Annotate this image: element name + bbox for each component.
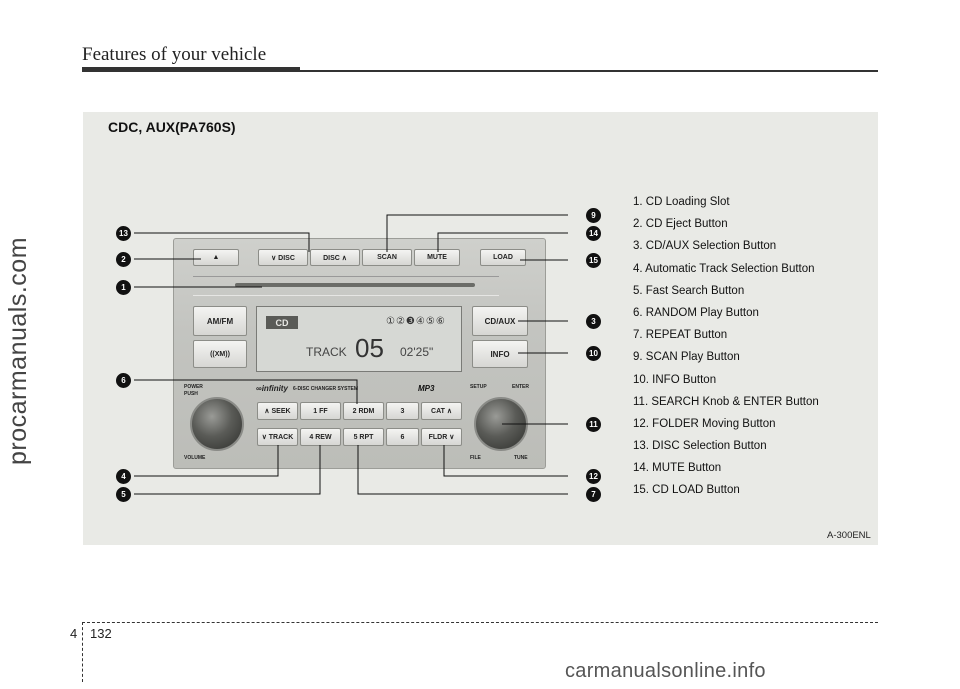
- enter-label: ENTER: [512, 384, 529, 390]
- page-number: 132: [90, 626, 112, 641]
- legend-item: 2. CD Eject Button: [633, 218, 728, 231]
- legend-list: 1. CD Loading Slot 2. CD Eject Button 3.…: [633, 194, 819, 505]
- callout-13: 13: [116, 226, 131, 241]
- brand-subtitle: 6-DISC CHANGER SYSTEM: [293, 386, 359, 392]
- cd-slot-tray: [193, 276, 499, 296]
- callout-6: 6: [116, 373, 131, 388]
- display-track-label: TRACK: [306, 345, 347, 359]
- legend-item: 1. CD Loading Slot: [633, 196, 730, 208]
- callout-10: 10: [586, 346, 601, 361]
- power-label: POWER: [184, 384, 203, 390]
- load-button: LOAD: [480, 249, 526, 266]
- legend-item: 4. Automatic Track Selection Button: [633, 262, 815, 275]
- legend-item: 7. REPEAT Button: [633, 329, 728, 342]
- callout-9: 9: [586, 208, 601, 223]
- amfm-button: AM/FM: [193, 306, 247, 336]
- tune-label: TUNE: [514, 455, 528, 461]
- seek-button: ∧ SEEK: [257, 402, 298, 420]
- volume-label: VOLUME: [184, 455, 206, 461]
- display-track-number: 05: [355, 333, 384, 363]
- cat-button: CAT ∧: [421, 402, 462, 420]
- callout-11: 11: [586, 417, 601, 432]
- info-button: INFO: [472, 340, 528, 368]
- display-mode: CD: [266, 316, 298, 329]
- page-header-title: Features of your vehicle: [82, 44, 267, 65]
- preset-3-button: 3: [386, 402, 419, 420]
- push-label: PUSH: [184, 391, 198, 397]
- footer-divider: [82, 622, 83, 682]
- callout-5: 5: [116, 487, 131, 502]
- page-chapter: 4: [70, 626, 78, 641]
- footer-rule: [82, 622, 878, 623]
- preset-6-button: 6: [386, 428, 419, 446]
- header-rule-thin: [300, 70, 878, 72]
- legend-item: 10. INFO Button: [633, 373, 717, 386]
- callout-14: 14: [586, 226, 601, 241]
- callout-3: 3: [586, 314, 601, 329]
- legend-item: 15. CD LOAD Button: [633, 484, 740, 497]
- xm-button: ((XM)): [193, 340, 247, 368]
- mute-button: MUTE: [414, 249, 460, 266]
- legend-item: 11. SEARCH Knob & ENTER Button: [633, 395, 819, 408]
- eject-button: ▲: [193, 249, 239, 266]
- preset-5-rpt-button: 5 RPT: [343, 428, 384, 446]
- volume-knob: [190, 397, 244, 451]
- figure-title: CDC, AUX(PA760S): [108, 119, 236, 135]
- footer-watermark: carmanualsonline.info: [565, 660, 766, 682]
- disc-up-button: DISC ∧: [310, 249, 360, 266]
- figure-code: A-300ENL: [827, 530, 871, 541]
- legend-item: 12. FOLDER Moving Button: [633, 417, 776, 430]
- header-rule-thick: [82, 67, 300, 72]
- legend-item: 14. MUTE Button: [633, 462, 722, 475]
- callout-15: 15: [586, 253, 601, 268]
- disc-down-button: ∨ DISC: [258, 249, 308, 266]
- callout-7: 7: [586, 487, 601, 502]
- mp3-logo: MP3: [418, 384, 435, 393]
- brand-logo: ∞infinity: [256, 384, 288, 393]
- callout-1: 1: [116, 280, 131, 295]
- legend-item: 13. DISC Selection Button: [633, 440, 767, 453]
- display-time: 02'25": [400, 345, 434, 359]
- callout-4: 4: [116, 469, 131, 484]
- setup-label: SETUP: [470, 384, 487, 390]
- callout-12: 12: [586, 469, 601, 484]
- legend-item: 6. RANDOM Play Button: [633, 306, 759, 319]
- preset-1-ff-button: 1 FF: [300, 402, 341, 420]
- preset-2-rdm-button: 2 RDM: [343, 402, 384, 420]
- legend-item: 3. CD/AUX Selection Button: [633, 240, 777, 253]
- cd-loading-slot: [235, 283, 475, 287]
- callout-2: 2: [116, 252, 131, 267]
- legend-item: 5. Fast Search Button: [633, 284, 745, 297]
- file-label: FILE: [470, 455, 481, 461]
- legend-item: 9. SCAN Play Button: [633, 351, 740, 364]
- folder-button: FLDR ∨: [421, 428, 462, 446]
- display-disc-indicators: ①②❸④⑤⑥: [386, 316, 446, 327]
